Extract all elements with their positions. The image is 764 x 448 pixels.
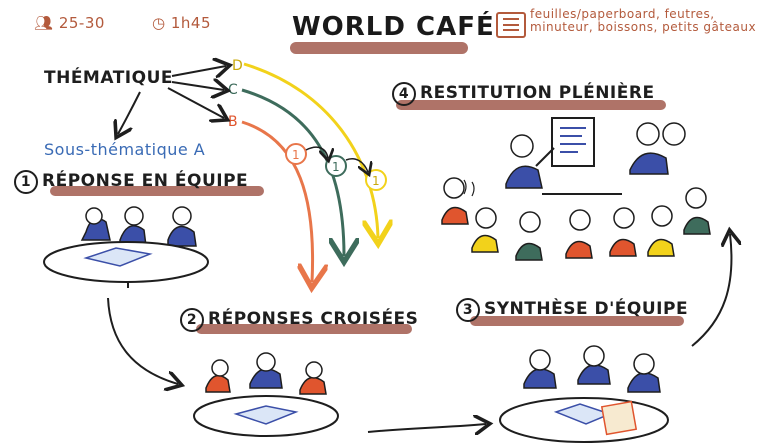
duration-value: 1h45 <box>170 14 212 32</box>
step-1-bar <box>50 186 264 196</box>
thematique-label: THÉMATIQUE <box>44 68 173 88</box>
step-3-illustration <box>499 345 669 443</box>
thematique-arrows <box>118 66 226 134</box>
people-icon: 👥︎ <box>34 14 54 32</box>
clock-icon: ◷ <box>152 14 166 32</box>
arrow-step2-to-step3 <box>367 424 486 432</box>
sous-thematique-label: Sous-thématique A <box>44 140 206 159</box>
materials-line-2: minuteur, boissons, petits gâteaux <box>530 20 757 34</box>
step-1-illustration <box>43 206 209 288</box>
materials-line-1: feuilles/paperboard, feutres, <box>530 7 715 21</box>
arrow-step3-to-step4 <box>691 234 731 347</box>
step-3-label: SYNTHÈSE D'ÉQUIPE <box>484 299 689 319</box>
step-2-bar <box>196 324 412 334</box>
page-title: WORLD CAFÉ <box>292 12 495 42</box>
step-3-bar <box>470 316 684 326</box>
step-3-number: 3 <box>456 298 480 322</box>
rotation-marker-3: 1 <box>372 174 380 188</box>
yellow-arc <box>243 62 378 238</box>
rotation-markers <box>285 143 387 191</box>
step-2-illustration <box>193 352 339 437</box>
rotation-marker-1: 1 <box>292 148 300 162</box>
orange-arc <box>241 120 313 282</box>
step-4-number: 4 <box>392 82 416 106</box>
materials-list: feuilles/paperboard, feutres, minuteur, … <box>530 8 760 34</box>
step-1-number: 1 <box>14 170 38 194</box>
step-4-label: RESTITUTION PLÉNIÈRE <box>420 83 655 103</box>
step-1-label: RÉPONSE EN ÉQUIPE <box>42 171 249 191</box>
title-underline <box>290 42 468 54</box>
step-4-bar <box>396 100 666 110</box>
duration-info: ◷ 1h45 <box>152 14 211 32</box>
arrow-step1-to-step2 <box>107 297 178 384</box>
branch-d: D <box>232 58 244 74</box>
clipboard-icon <box>496 12 526 38</box>
step-2-number: 2 <box>180 308 204 332</box>
step-4-illustration <box>441 117 711 261</box>
branch-c: C <box>228 82 239 98</box>
participants-count: 25-30 <box>58 14 105 32</box>
step-2-label: RÉPONSES CROISÉES <box>208 309 419 329</box>
green-arc <box>241 88 344 256</box>
paperboard-icon <box>551 117 595 167</box>
rotation-marker-2: 1 <box>332 160 340 174</box>
branch-b: B <box>228 114 239 130</box>
participants-info: 👥︎ 25-30 <box>34 14 105 32</box>
